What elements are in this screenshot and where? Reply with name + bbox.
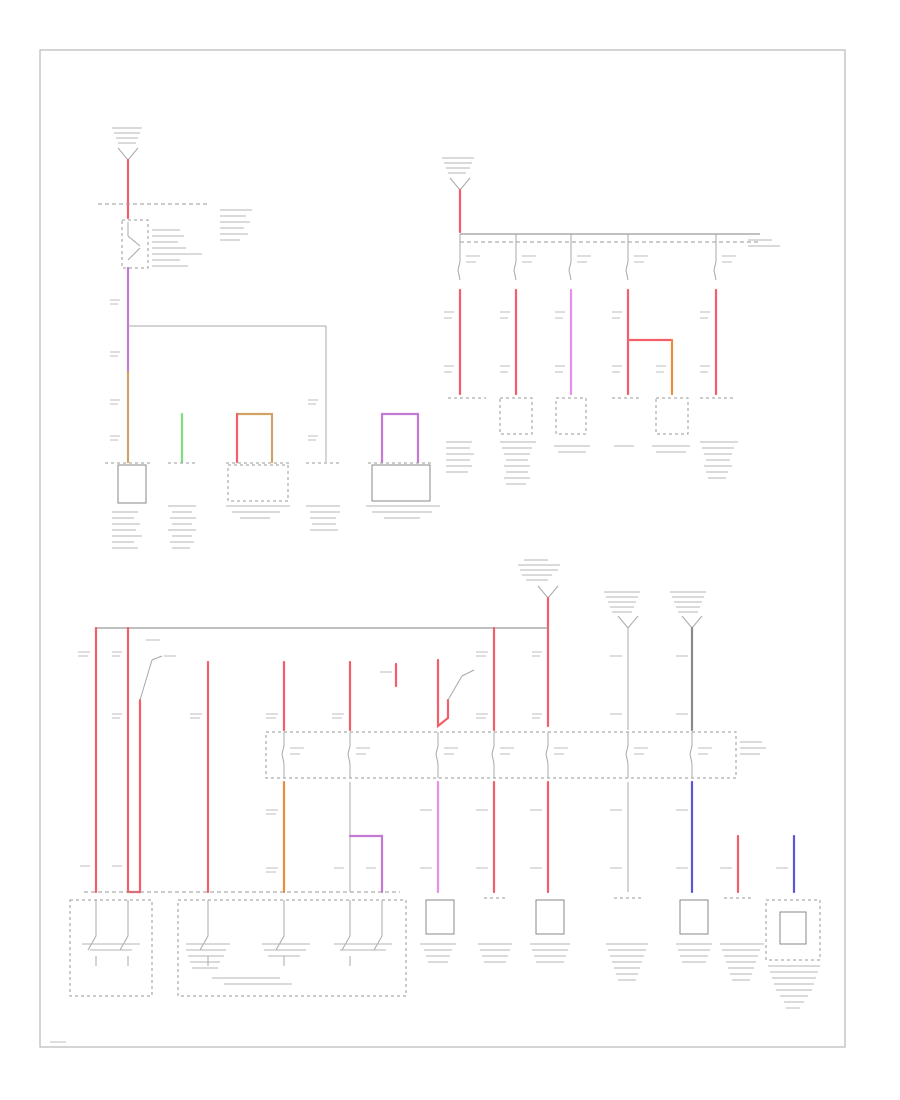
fuse-block [265, 731, 737, 779]
fuse-source-label [112, 127, 142, 144]
top-left-circuit [98, 127, 440, 549]
switch-group-1 [69, 899, 153, 997]
top-right-circuit [442, 157, 780, 485]
component-box-1 [117, 464, 147, 504]
bottom-circuit [69, 559, 821, 1009]
diagram-frame [39, 49, 846, 1048]
component-box-bottom-3 [679, 899, 709, 935]
component-box-bottom-1 [425, 899, 455, 935]
component-box-bottom-2 [535, 899, 565, 935]
switch-group-2 [177, 899, 407, 997]
